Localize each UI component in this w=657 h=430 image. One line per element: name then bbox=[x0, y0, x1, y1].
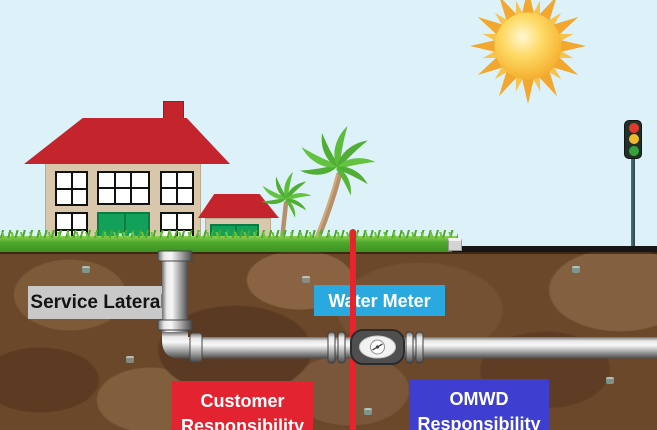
traffic-light-pole bbox=[631, 156, 635, 250]
road-edge bbox=[452, 246, 657, 252]
water-meter-label: Water Meter bbox=[314, 285, 445, 316]
customer-label-line2: Responsibility bbox=[180, 416, 305, 430]
service-lateral-label: Service Lateral bbox=[28, 286, 168, 319]
stone bbox=[523, 344, 531, 351]
service-lateral-text: Service Lateral bbox=[30, 291, 166, 313]
stone bbox=[572, 266, 580, 273]
curb-stone bbox=[448, 238, 462, 251]
traffic-red-light bbox=[629, 123, 639, 133]
traffic-green-light bbox=[629, 146, 639, 156]
omwd-label-line1: OMWD bbox=[449, 389, 509, 409]
water-meter-text: Water Meter bbox=[328, 290, 431, 311]
stone bbox=[364, 408, 372, 415]
customer-label-line1: Customer bbox=[200, 391, 285, 411]
window-top-left bbox=[55, 171, 88, 206]
underground-soil bbox=[0, 250, 657, 430]
stone bbox=[126, 356, 134, 363]
stone bbox=[606, 377, 614, 384]
omwd-label-line2: Responsibility bbox=[417, 414, 541, 430]
traffic-light-icon bbox=[624, 120, 642, 159]
customer-responsibility-label: Customer Responsibility bbox=[172, 381, 313, 430]
window-top-right bbox=[160, 171, 194, 205]
stone bbox=[82, 266, 90, 273]
responsibility-boundary-line bbox=[350, 229, 356, 430]
window-top-center bbox=[97, 171, 150, 205]
grass-strip bbox=[0, 230, 458, 252]
traffic-amber-light bbox=[629, 134, 639, 144]
omwd-responsibility-label: OMWD Responsibility bbox=[409, 379, 549, 430]
stone bbox=[302, 276, 310, 283]
